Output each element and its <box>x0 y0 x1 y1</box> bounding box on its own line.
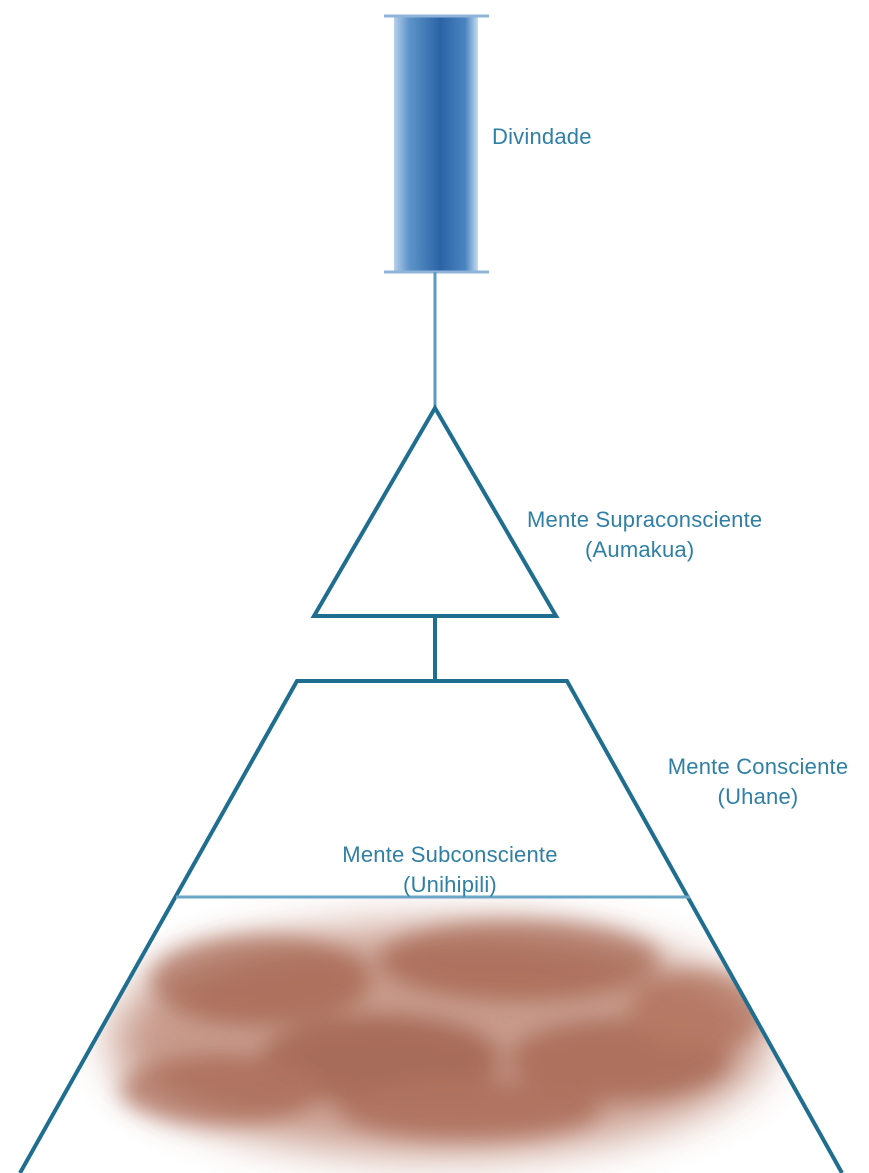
divinity-label: Divindade <box>492 122 592 152</box>
divinity-pillar <box>384 16 489 272</box>
superconscious-label: Mente Supraconsciente (Aumakua) <box>527 505 817 565</box>
conscious-label: Mente Consciente (Uhane) <box>648 752 868 812</box>
superconscious-label-line1: Mente Supraconsciente <box>527 505 817 535</box>
superconscious-label-line2: (Aumakua) <box>527 535 817 565</box>
superconscious-triangle <box>314 408 556 616</box>
subconscious-label-line2: (Unihipili) <box>300 870 600 900</box>
conscious-label-line1: Mente Consciente <box>648 752 868 782</box>
subconscious-label: Mente Subconsciente (Unihipili) <box>300 840 600 900</box>
divinity-label-text: Divindade <box>492 122 592 152</box>
conscious-label-line2: (Uhane) <box>648 782 868 812</box>
subconscious-cloud <box>110 920 770 1155</box>
subconscious-label-line1: Mente Subconsciente <box>300 840 600 870</box>
